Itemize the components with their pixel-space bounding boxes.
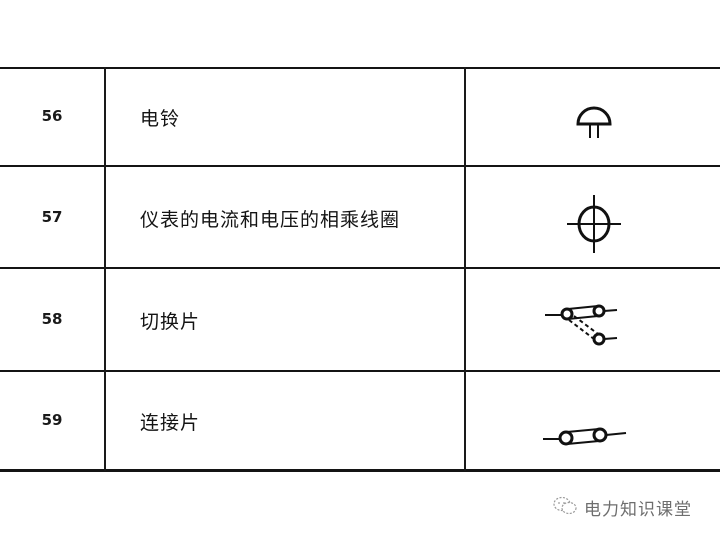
row-number: 57: [41, 208, 63, 226]
row-number: 58: [41, 310, 63, 328]
row-name: 电铃: [140, 108, 181, 130]
row-number: 59: [41, 411, 63, 429]
multiplying-coil-symbol-icon: [467, 192, 720, 256]
column-divider-symbol: [464, 67, 466, 471]
watermark-text: 电力知识课堂: [584, 500, 692, 520]
row-divider: [0, 267, 720, 269]
row-divider: [0, 370, 720, 372]
row-name: 连接片: [140, 412, 201, 434]
row-divider: [0, 165, 720, 167]
wechat-icon: [552, 496, 578, 520]
row-name: 切换片: [140, 311, 201, 333]
bell-symbol-icon: [467, 95, 720, 145]
row-number: 56: [41, 107, 63, 125]
changeover-strip-symbol-icon: [540, 298, 640, 358]
column-divider-number: [104, 67, 106, 471]
watermark: 电力知识课堂: [552, 495, 692, 520]
row-name: 仪表的电流和电压的相乘线圈: [140, 209, 401, 231]
table-top-border: [0, 67, 720, 69]
table-bottom-border: [0, 469, 720, 472]
connecting-strip-symbol-icon: [540, 418, 640, 454]
